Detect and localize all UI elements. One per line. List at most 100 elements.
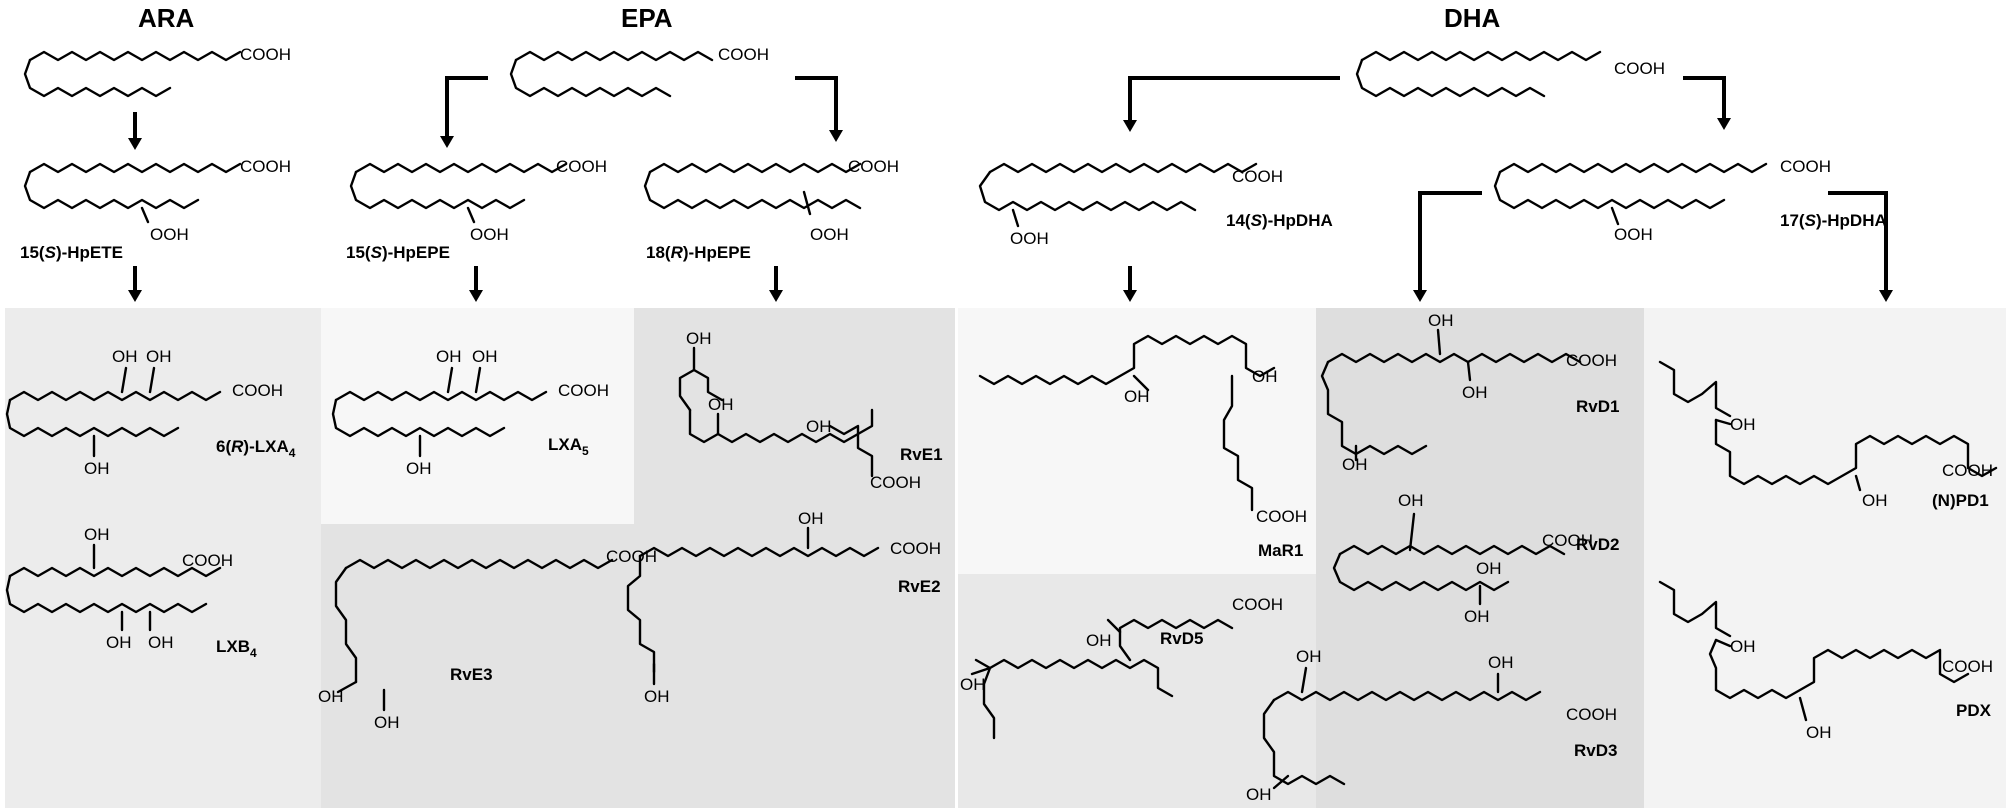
- arrow-dha-to-17s-hpdha: [1683, 76, 1731, 130]
- rve3-cooh-label: COOH: [606, 547, 657, 566]
- molecule-rvd2: OH OH OH COOH RvD2: [1332, 491, 1619, 626]
- 15s-hpete-cooh-label: COOH: [240, 157, 291, 176]
- mar1-label: MaR1: [1258, 541, 1303, 560]
- molecule-rvd5: OH OH COOH RvD5: [960, 595, 1283, 740]
- molecule-18r-hpepe: COOH OOH 18(R)-HpEPE: [643, 157, 899, 262]
- rvd5-oh-1: OH: [1086, 631, 1112, 650]
- lxb4-oh-2: OH: [106, 633, 132, 652]
- molecule-lxa5: OH OH OH COOH LXA5: [331, 347, 609, 478]
- molecule-rvd1: OH OH OH COOH RvD1: [1320, 311, 1619, 474]
- molecule-epa: COOH: [509, 45, 769, 98]
- panel-rve2-rve3: [321, 524, 955, 808]
- molecule-dha: COOH: [1355, 50, 1665, 98]
- rvd3-cooh-label: COOH: [1566, 705, 1617, 724]
- molecule-rvd3: OH OH OH COOH RvD3: [1246, 647, 1617, 804]
- 14s-hpdha-ooh-label: OOH: [1010, 229, 1049, 248]
- ara-cooh-label: COOH: [240, 45, 291, 64]
- pdx-oh-2: OH: [1806, 723, 1832, 742]
- rve3-oh-2: OH: [374, 713, 400, 732]
- pdx-cooh-label: COOH: [1942, 657, 1993, 676]
- 15s-hpete-label: 15(S)-HpETE: [20, 243, 123, 262]
- lxa5-oh-2: OH: [472, 347, 498, 366]
- 6r-lxa4-cooh-label: COOH: [232, 381, 283, 400]
- rve1-oh-3: OH: [806, 417, 832, 436]
- header-epa: EPA: [621, 3, 673, 33]
- 17s-hpdha-ooh-label: OOH: [1614, 225, 1653, 244]
- lxb4-oh-3: OH: [148, 633, 174, 652]
- molecule-npd1: OH OH COOH (N)PD1: [1658, 360, 1998, 510]
- 15s-hpepe-label: 15(S)-HpEPE: [346, 243, 450, 262]
- 6r-lxa4-oh-3: OH: [84, 459, 110, 478]
- molecule-rve1: OH OH OH COOH RvE1: [678, 329, 943, 492]
- panel-rvd5: [958, 574, 1316, 808]
- molecule-14s-hpdha: COOH OOH 14(S)-HpDHA: [978, 162, 1333, 248]
- rve1-label: RvE1: [900, 445, 943, 464]
- pdx-oh-1: OH: [1730, 637, 1756, 656]
- rvd5-label: RvD5: [1160, 629, 1203, 648]
- epa-cooh-label: COOH: [718, 45, 769, 64]
- mar1-oh-1: OH: [1124, 387, 1150, 406]
- rvd5-cooh-label: COOH: [1232, 595, 1283, 614]
- panel-mar1: [958, 308, 1316, 574]
- panels: [5, 308, 2006, 808]
- rvd1-label: RvD1: [1576, 397, 1619, 416]
- rvd2-cooh-label: COOH: [1542, 531, 1593, 550]
- panel-rvd1-rvd2-rvd3: [1316, 308, 1644, 808]
- molecule-rve2: OH OH COOH RvE2: [626, 509, 941, 706]
- molecule-17s-hpdha: COOH OOH 17(S)-HpDHA: [1493, 157, 1887, 244]
- rvd3-label: RvD3: [1574, 741, 1617, 760]
- lxa5-oh-3: OH: [406, 459, 432, 478]
- arrow-epa-to-15s-hpepe: [440, 76, 488, 148]
- 18r-hpepe-label: 18(R)-HpEPE: [646, 243, 751, 262]
- molecule-6r-lxa4: OH OH OH COOH 6(R)-LXA4: [5, 347, 296, 478]
- rve2-oh-1: OH: [798, 509, 824, 528]
- molecule-15s-hpepe: COOH OOH 15(S)-HpEPE: [346, 157, 607, 262]
- 17s-hpdha-cooh-label: COOH: [1780, 157, 1831, 176]
- npd1-oh-1: OH: [1730, 415, 1756, 434]
- molecule-lxb4: OH OH OH COOH LXB4: [5, 525, 257, 660]
- arrow-ara-to-15s-hpete: [128, 112, 142, 150]
- 18r-hpepe-cooh-label: COOH: [848, 157, 899, 176]
- panel-lxa5: [321, 308, 634, 524]
- rvd2-oh-1: OH: [1398, 491, 1424, 510]
- lxb4-cooh-label: COOH: [182, 551, 233, 570]
- 6r-lxa4-oh-2: OH: [146, 347, 172, 366]
- molecule-rve3: OH OH COOH RvE3: [318, 547, 657, 732]
- rvd1-oh-3: OH: [1342, 455, 1368, 474]
- rve2-label: RvE2: [898, 577, 941, 596]
- 6r-lxa4-oh-1: OH: [112, 347, 138, 366]
- 17s-hpdha-label: 17(S)-HpDHA: [1780, 211, 1887, 230]
- 15s-hpepe-ooh-label: OOH: [470, 225, 509, 244]
- arrows: [128, 76, 1893, 302]
- mar1-cooh-label: COOH: [1256, 507, 1307, 526]
- 15s-hpepe-cooh-label: COOH: [556, 157, 607, 176]
- arrow-17s-hpdha-to-d-resolvins: [1413, 191, 1482, 302]
- lxb4-label: LXB4: [216, 637, 257, 660]
- rve2-oh-2: OH: [644, 687, 670, 706]
- 18r-hpepe-ooh-label: OOH: [810, 225, 849, 244]
- rve1-oh-2: OH: [708, 395, 734, 414]
- rve3-oh-1: OH: [318, 687, 344, 706]
- rvd3-oh-2: OH: [1246, 785, 1272, 804]
- rvd2-label: RvD2: [1576, 535, 1619, 554]
- lxa5-oh-1: OH: [436, 347, 462, 366]
- arrow-epa-to-18r-hpepe: [795, 76, 843, 142]
- mar1-oh-2: OH: [1252, 367, 1278, 386]
- rvd3-oh-3: OH: [1488, 653, 1514, 672]
- molecule-ara: COOH: [23, 45, 291, 98]
- rvd1-oh-1: OH: [1428, 311, 1454, 330]
- pdx-label: PDX: [1956, 701, 1992, 720]
- rvd5-oh-2: OH: [960, 675, 986, 694]
- rve3-label: RvE3: [450, 665, 493, 684]
- rve2-cooh-label: COOH: [890, 539, 941, 558]
- rvd2-oh-2: OH: [1476, 559, 1502, 578]
- arrow-15s-hpete-to-lipoxins: [128, 266, 142, 302]
- npd1-label: (N)PD1: [1932, 491, 1989, 510]
- rvd1-cooh-label: COOH: [1566, 351, 1617, 370]
- header-dha: DHA: [1444, 3, 1501, 33]
- arrow-18r-hpepe-to-e-resolvins: [769, 266, 783, 302]
- molecule-mar1: OH OH COOH MaR1: [978, 334, 1307, 560]
- lxa5-cooh-label: COOH: [558, 381, 609, 400]
- rvd2-oh-3: OH: [1464, 607, 1490, 626]
